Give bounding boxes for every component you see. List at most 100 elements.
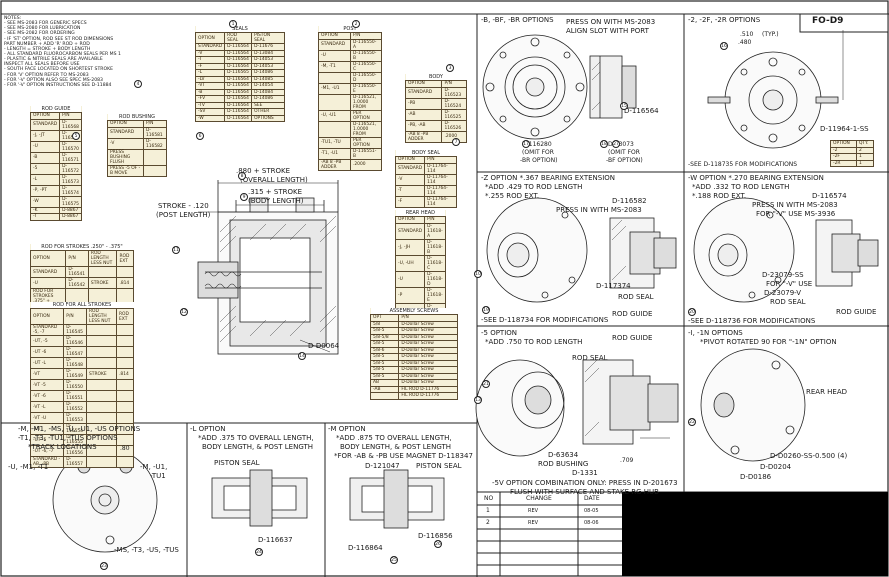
table-caption: ROD BUSHING [107,114,167,121]
dim-body-label: (BODY LENGTH) [248,197,304,205]
table-cell: -B [194,88,226,96]
table-cell: D-116564 [224,108,253,116]
table-cell [116,335,134,347]
table-cell [86,324,117,336]
table-cell [116,346,134,358]
z-option-title: -Z OPTION *.367 BEARING EXTENSION [481,174,616,182]
l-add-note-2: BODY LENGTH, & POST LENGTH [202,443,314,451]
item-balloon: 9 [240,193,248,201]
table-cell: D-116575 [59,195,82,208]
table-cell: -LV [194,75,226,83]
table-row: PRESS BUSHING FLUSH [107,148,168,166]
table-cell: D-116551-B [349,147,383,160]
table-cell: -AB [404,108,443,121]
table-cell [86,456,117,468]
table-cell: D-116550-A [349,38,383,51]
rev-row-no: 2 [486,519,490,526]
rev-row-change: REV [528,508,539,514]
table-cell: D-116541 [65,266,89,278]
item-balloon: 1 [229,20,237,28]
5-part-1: D-63634 [548,451,579,459]
table-cell: D-11764-114 [424,195,457,208]
table-cell: D-116552 [63,401,87,413]
table-cell: -FV [194,95,226,103]
w-rod-seal: ROD SEAL [770,298,806,306]
note-line: - IF 'ST' OPTION, ROD SEE ST ROD DIMENSI… [4,36,114,42]
m-option-title-2: -T1, -T3, -TU1, -TUS OPTIONS [18,434,118,442]
note-line: NOTES: [4,16,22,21]
table-header-cell: OPTION [29,250,67,267]
table-cell: D-14085 [251,75,285,83]
table-cell: D-116564 [224,56,253,64]
table-cell [318,71,351,84]
item-balloon: 21 [482,380,490,388]
table-cell [87,266,118,278]
item-balloon: 20 [688,308,696,316]
table-cell: -VT -5 [29,379,65,391]
table-cell: D-14054 [251,82,285,90]
table-cell: D-116573 [59,173,82,186]
table-cell: D-116564 [224,62,253,70]
table-cell: D-116564 [224,101,253,109]
m-dim: .80 [120,445,130,452]
table-cell: STANDARD -5, -7 [29,324,65,336]
l-option-drawing [211,469,308,527]
table-header-cell: ROD SEAL [224,32,253,44]
l-add-note: *ADD .375 TO OVERALL LENGTH, [198,434,314,442]
b-part-3-note: (OMIT FOR [608,149,640,156]
rev-header-no: NO [484,495,494,502]
item-balloon: 11 [172,246,180,254]
table-caption: POST [318,26,382,33]
table-cell: -U [29,277,67,289]
table-header-cell: ROD EXT [116,308,134,325]
item-balloon: 12 [180,308,188,316]
table-cell: D-116524 [441,97,467,110]
z-part-2: D-117374 [596,282,631,290]
i-part-2: D-D0204 [760,463,792,471]
table-cell: D-116545 [63,324,87,336]
table-cell: -UT -6 [29,346,65,358]
table-cell: -VT -U [29,412,65,424]
i-option-drawing [700,348,806,462]
table-cell: -2R [830,159,857,167]
table-cell: D-116549 [63,368,87,380]
rev-row-date: 08-06 [584,520,599,526]
item-balloon: 24 [255,548,263,556]
note-line: - FOR 'V' OPTION REFER TO MS-2083 [4,72,89,78]
table-cell: D-116564 [224,95,253,103]
w-part-2-note: FOR "-V" USE [766,280,813,288]
table-cell: STANDARD [29,118,61,131]
table-cell: -W [194,114,226,122]
table-cell: .2000 [349,158,383,171]
table-cell: SEE [251,101,285,109]
note-line: PART NUMBER + ADD 'R' ROD + ROD [4,41,90,47]
b-align-note: ALIGN SLOT WITH PORT [566,27,649,35]
table-cell: D-11618-A [424,222,446,240]
table-cell: 1 [855,159,875,167]
table-cell: D-116565 [224,69,253,77]
w-part-2: D-23079-SS [762,271,804,279]
table-row: D-116550-D [318,71,383,84]
table-row: -AB 8 -PB ADDER.2000 [318,158,383,171]
l-piston-seal: PISTON SEAL [214,459,260,467]
table-cell: D-11764-114 [424,184,457,197]
table-cell: -W [29,195,61,208]
table-caption: ROD FOR ALL STROKES [30,302,134,309]
